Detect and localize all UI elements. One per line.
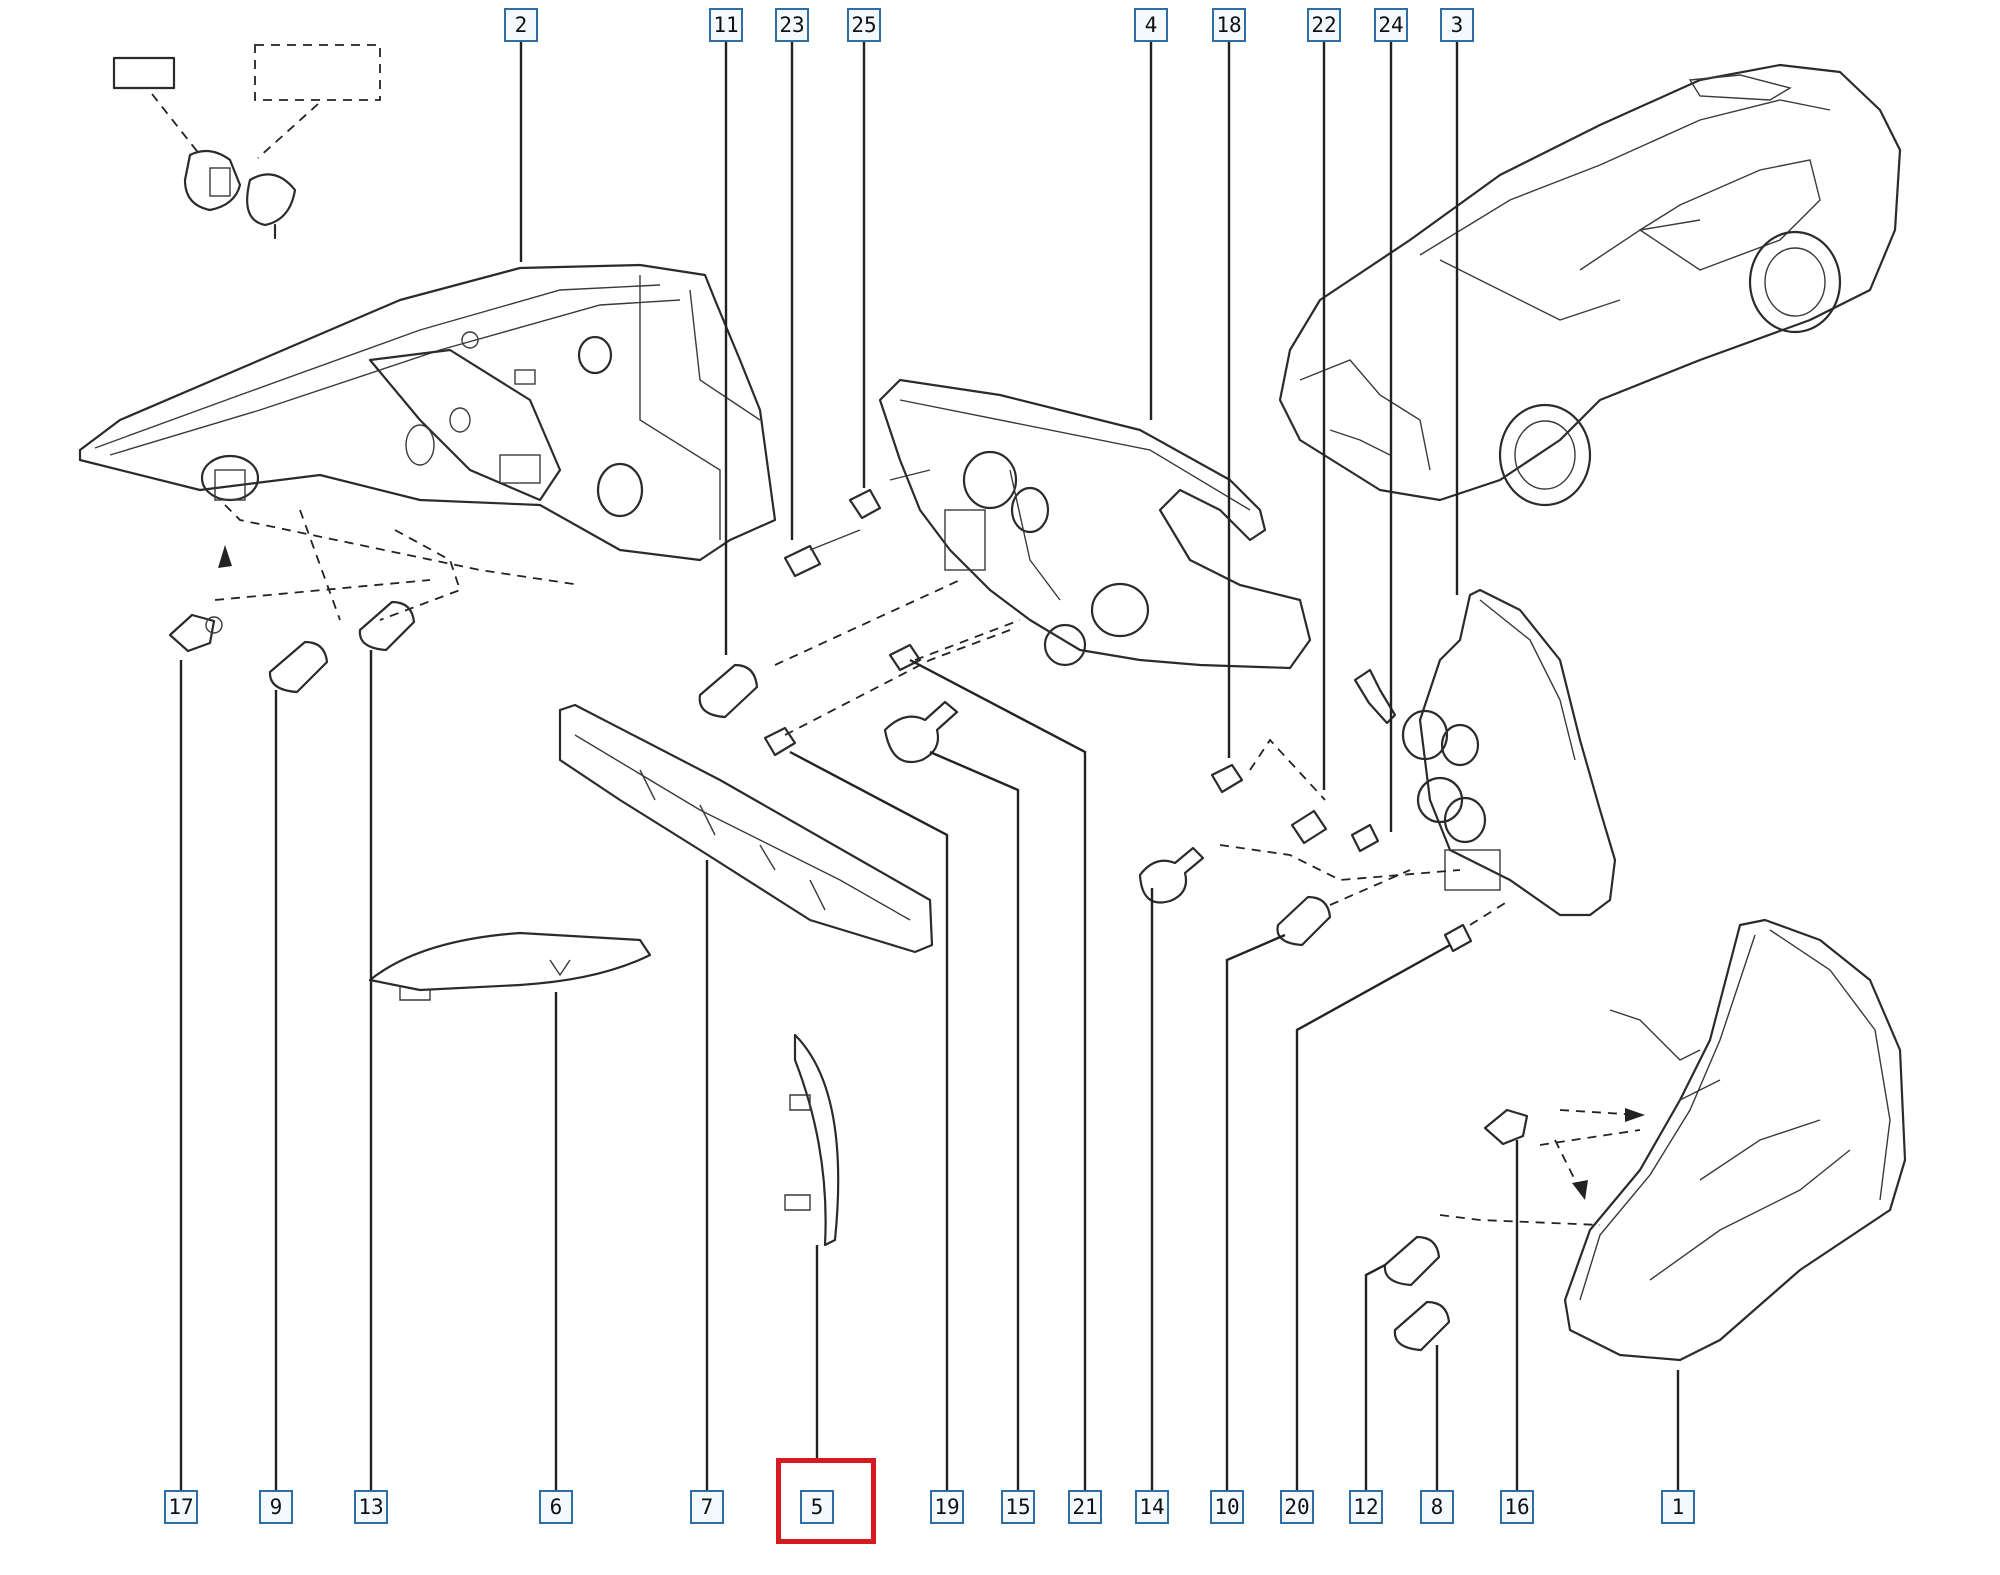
part-label-9[interactable]: 9: [259, 1490, 293, 1524]
connector-icon: [1353, 668, 1397, 725]
part-label-25[interactable]: 25: [847, 8, 881, 42]
part-label-18[interactable]: 18: [1212, 8, 1246, 42]
fastener-20-icon: [1443, 923, 1473, 953]
fastener-17-icon: [168, 613, 223, 653]
part-label-7[interactable]: 7: [690, 1490, 724, 1524]
part-label-14[interactable]: 14: [1135, 1490, 1169, 1524]
part-label-21[interactable]: 21: [1068, 1490, 1102, 1524]
part-label-23[interactable]: 23: [775, 8, 809, 42]
headlamp-housing: [78, 263, 777, 562]
bulb-13-icon: [358, 600, 416, 652]
selected-part-highlight: [776, 1458, 876, 1544]
part-label-16[interactable]: 16: [1500, 1490, 1534, 1524]
part-label-10[interactable]: 10: [1210, 1490, 1244, 1524]
part-label-13[interactable]: 13: [354, 1490, 388, 1524]
part-label-20[interactable]: 20: [1280, 1490, 1314, 1524]
part-label-6[interactable]: 6: [539, 1490, 573, 1524]
rear-lamp-housing: [1401, 588, 1617, 917]
part-label-11[interactable]: 11: [709, 8, 743, 42]
screw-18-icon: [1210, 763, 1244, 794]
part-label-24[interactable]: 24: [1374, 8, 1408, 42]
vehicle-illustration: [1278, 63, 1902, 507]
part-label-17[interactable]: 17: [164, 1490, 198, 1524]
bulb-23-icon: [783, 544, 822, 578]
bulb-10-icon: [1276, 895, 1332, 947]
fastener-21-icon: [888, 643, 922, 672]
part-label-3[interactable]: 3: [1440, 8, 1474, 42]
bulb-14-icon: [1138, 846, 1205, 904]
tail-lamp-inner: [878, 378, 1312, 670]
part-label-1[interactable]: 1: [1661, 1490, 1695, 1524]
part-label-8[interactable]: 8: [1420, 1490, 1454, 1524]
bulb-8-icon: [1393, 1300, 1451, 1352]
part-label-4[interactable]: 4: [1134, 8, 1168, 42]
bulb-11-icon: [698, 663, 759, 719]
fastener-25-icon: [848, 488, 882, 520]
bulb-9-icon: [268, 640, 329, 694]
fastener-16-icon: [1483, 1108, 1529, 1146]
side-marker-lamp: [793, 1033, 840, 1247]
screw-19-icon: [763, 726, 797, 757]
part-label-5[interactable]: 5: [800, 1490, 834, 1524]
reflector-strip: [368, 931, 652, 992]
high-mount-stop-lamp: [558, 703, 934, 954]
bulb-legend-icon: [112, 44, 381, 240]
part-label-12[interactable]: 12: [1349, 1490, 1383, 1524]
bulb-22-icon: [1290, 809, 1328, 845]
part-label-22[interactable]: 22: [1307, 8, 1341, 42]
part-label-2[interactable]: 2: [504, 8, 538, 42]
bulb-15-icon: [883, 700, 959, 764]
rear-lamp-lens: [1563, 918, 1907, 1362]
fastener-24-icon: [1350, 823, 1380, 853]
bulb-12-icon: [1383, 1235, 1441, 1287]
part-label-15[interactable]: 15: [1001, 1490, 1035, 1524]
part-label-19[interactable]: 19: [930, 1490, 964, 1524]
